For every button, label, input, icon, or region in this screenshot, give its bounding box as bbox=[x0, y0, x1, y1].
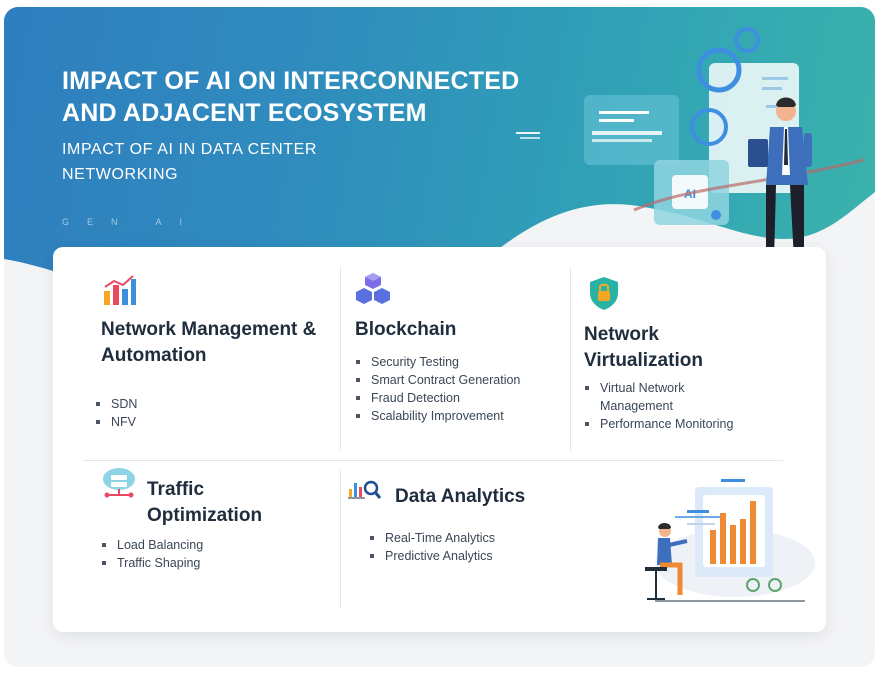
section-title-blockchain: Blockchain bbox=[355, 319, 457, 340]
list-item: Predictive Analytics bbox=[369, 547, 495, 565]
list-item: Load Balancing bbox=[101, 536, 203, 554]
gauge-icon bbox=[746, 578, 760, 592]
cloud-server-icon bbox=[103, 468, 135, 498]
page-subtitle: IMPACT OF AI IN DATA CENTER NETWORKING bbox=[62, 141, 318, 183]
bullet-list-data-analytics: Real-Time Analytics Predictive Analytics bbox=[369, 529, 495, 565]
infographic-frame: IMPACT OF AI ON INTERCONNECTED AND ADJAC… bbox=[4, 7, 875, 667]
bullet-list-network-virtualization: Virtual Network Management Performance M… bbox=[584, 379, 774, 433]
content-card: Network Management & Automation SDN NFV … bbox=[53, 247, 826, 632]
list-item: Real-Time Analytics bbox=[369, 529, 495, 547]
divider-vertical bbox=[340, 267, 341, 451]
analyst-person-icon bbox=[645, 522, 688, 600]
divider-vertical bbox=[570, 267, 571, 451]
list-item: SDN bbox=[95, 395, 137, 413]
chart-bar-icon bbox=[710, 530, 716, 564]
screen-panel-icon bbox=[584, 95, 679, 165]
hero-illustration: AI bbox=[516, 27, 864, 260]
list-item: NFV bbox=[95, 413, 137, 431]
list-item: Performance Monitoring bbox=[584, 415, 774, 433]
analytics-illustration bbox=[645, 479, 815, 602]
section-title-network-management: Network Management & Automation bbox=[101, 319, 317, 366]
tagline-text: GEN AI bbox=[62, 217, 201, 227]
divider-horizontal bbox=[83, 460, 783, 461]
list-item: Smart Contract Generation bbox=[355, 371, 520, 389]
bullet-list-traffic-optimization: Load Balancing Traffic Shaping bbox=[101, 536, 203, 572]
swoosh-line-icon bbox=[633, 158, 864, 212]
section-title-data-analytics: Data Analytics bbox=[395, 486, 526, 507]
shield-lock-icon bbox=[590, 277, 618, 310]
ring-icon bbox=[696, 47, 742, 93]
bar-chart-icon bbox=[104, 275, 136, 305]
list-item: Security Testing bbox=[355, 353, 520, 371]
divider-vertical bbox=[340, 469, 341, 609]
bullet-list-blockchain: Security Testing Smart Contract Generati… bbox=[355, 353, 520, 425]
section-title-network-virtualization: Network Virtualization bbox=[584, 324, 703, 371]
list-item: Scalability Improvement bbox=[355, 407, 520, 425]
ring-small-icon bbox=[734, 27, 760, 53]
dash-line-icon bbox=[516, 132, 540, 134]
list-item: Traffic Shaping bbox=[101, 554, 203, 572]
page-title: IMPACT OF AI ON INTERCONNECTED AND ADJAC… bbox=[62, 67, 520, 127]
section-title-traffic-optimization: Traffic Optimization bbox=[147, 479, 263, 526]
cubes-icon bbox=[356, 273, 390, 304]
bullet-list-network-management: SDN NFV bbox=[95, 395, 137, 431]
list-item: Virtual Network Management bbox=[584, 379, 714, 415]
list-item: Fraud Detection bbox=[355, 389, 520, 407]
businessman-icon bbox=[748, 97, 812, 260]
analytics-search-icon bbox=[348, 480, 381, 499]
